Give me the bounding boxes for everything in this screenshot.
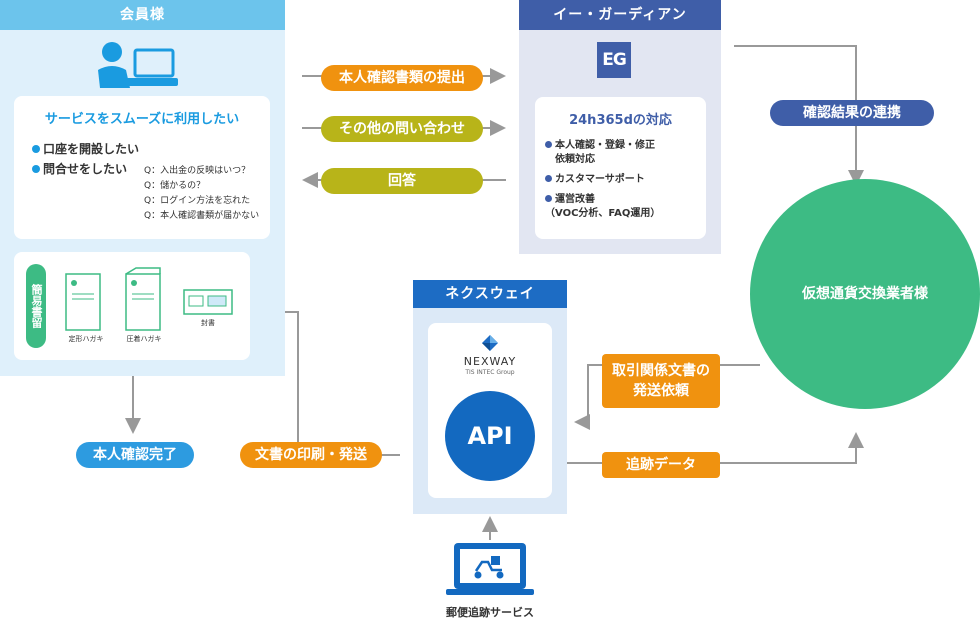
service-item: （VOC分析、FAQ運用）: [545, 208, 661, 219]
submit-docs-label: 本人確認書類の提出: [321, 65, 483, 91]
nexway-inner-card: NEXWAY TIS INTEC Group API: [428, 323, 552, 498]
service-item: カスタマーサポート: [545, 173, 660, 187]
print-send-label: 文書の印刷・発送: [240, 442, 382, 468]
mail-item-label: 圧着ハガキ: [126, 335, 162, 343]
mail-item-label: 封書: [201, 319, 215, 327]
postcard-icon: [65, 267, 233, 331]
person-laptop-icon: [98, 42, 178, 88]
identity-done-label: 本人確認完了: [76, 442, 194, 468]
nexway-logo-text: NEXWAY: [463, 355, 517, 368]
service-item: 依頼対応: [555, 154, 595, 165]
members-panel: 会員様 サービスをスムーズに利用したい 口座を開設したい 問合せをしたい Q：入…: [0, 0, 285, 376]
mail-item-label: 定形ハガキ: [68, 335, 104, 343]
registered-mail-badge: 簡易書留: [26, 264, 46, 348]
question-list: Q：入出金の反映はいつ？ Q：儲かるの？ Q：ログイン方法を忘れた Q：本人確認…: [144, 164, 259, 224]
question-item: Q：ログイン方法を忘れた: [144, 196, 251, 206]
question-item: Q：儲かるの？: [144, 181, 206, 191]
crypto-exchange-circle: 仮想通貨交換業者様: [750, 179, 980, 409]
members-header: 会員様: [0, 0, 285, 30]
transaction-docs-label: 取引関係文書の 発送依頼: [602, 354, 720, 408]
eguardian-header: イー・ガーディアン: [519, 0, 721, 30]
bullet-inquiry: 問合せをしたい: [32, 160, 127, 177]
bullet-open-account: 口座を開設したい: [32, 140, 139, 157]
api-circle: API: [445, 391, 535, 481]
tracking-data-label: 追跡データ: [602, 452, 720, 478]
eguardian-panel: イー・ガーディアン EG 24h365dの対応 本人確認・登録・修正 依頼対応 …: [519, 0, 721, 254]
question-item: Q：入出金の反映はいつ？: [144, 166, 251, 176]
eguardian-logo: EG: [597, 42, 631, 78]
nexway-panel: ネクスウェイ NEXWAY TIS INTEC Group API: [413, 280, 567, 514]
nexway-logo-subtext: TIS INTEC Group: [465, 369, 515, 376]
postal-tracking-label: 郵便追跡サービス: [446, 606, 534, 619]
service-list: 本人確認・登録・修正 依頼対応 カスタマーサポート 運営改善 （VOC分析、FA…: [545, 139, 660, 221]
want-title: サービスをスムーズに利用したい: [44, 112, 240, 127]
other-inquiries-label: その他の問い合わせ: [321, 116, 483, 142]
question-item: Q：本人確認書類が届かない: [144, 211, 260, 221]
nexway-logo-icon: [482, 335, 498, 351]
answer-label: 回答: [321, 168, 483, 194]
mail-card: 簡易書留 定形ハガキ 圧着ハガキ 封書: [14, 252, 250, 360]
eguardian-service-card: 24h365dの対応 本人確認・登録・修正 依頼対応 カスタマーサポート 運営改…: [535, 97, 706, 239]
service-item: 運営改善: [545, 193, 660, 207]
service-title: 24h365dの対応: [569, 113, 672, 128]
members-need-card: サービスをスムーズに利用したい 口座を開設したい 問合せをしたい Q：入出金の反…: [14, 96, 270, 239]
service-item: 本人確認・登録・修正: [545, 139, 660, 153]
check-results-label: 確認結果の連携: [770, 100, 934, 126]
nexway-header: ネクスウェイ: [413, 280, 567, 308]
